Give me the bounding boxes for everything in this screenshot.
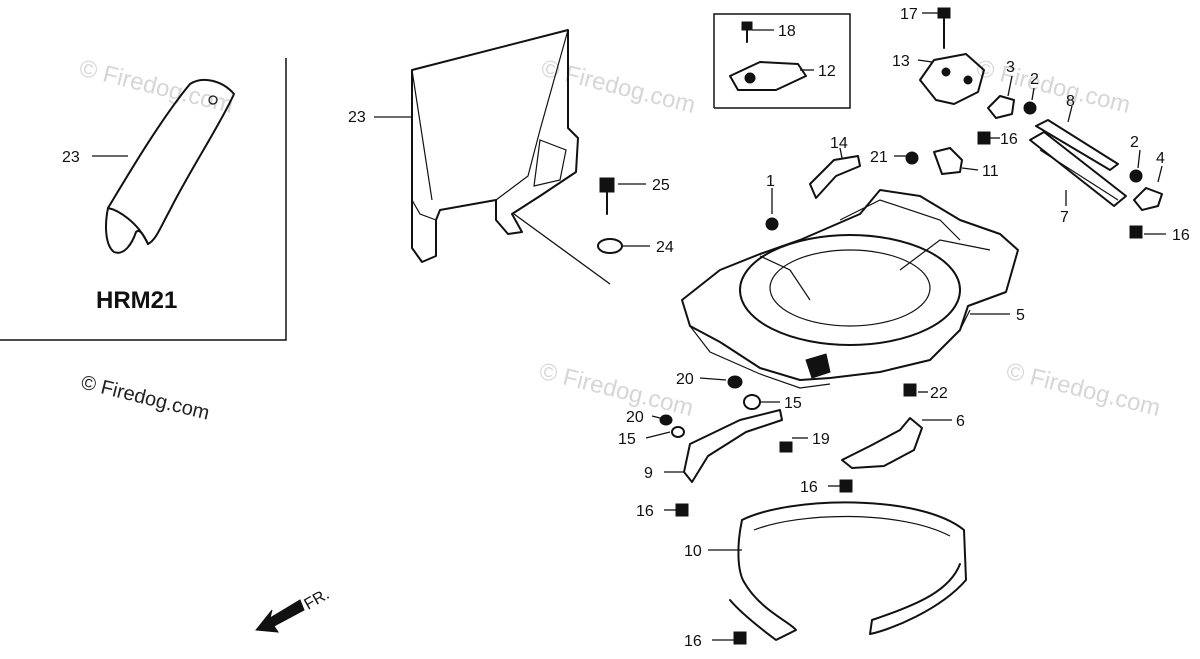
watermarks: © Firedog.com © Firedog.com © Firedog.co…: [77, 55, 1164, 422]
part-5-deck: 5: [681, 189, 1025, 389]
callout-18: 18: [778, 23, 796, 40]
watermark-5: © Firedog.com: [1004, 358, 1164, 422]
part-23-chute: 23: [348, 29, 611, 285]
front-direction-arrow: FR.: [255, 586, 333, 633]
hrm21-deflector-lip: [105, 207, 149, 254]
part-9-19: 20 15 9 19: [618, 409, 830, 483]
callout-12: 12: [818, 63, 836, 80]
callout-2a: 2: [1030, 71, 1039, 88]
callout-13: 13: [892, 53, 910, 70]
part-10-band: 10: [684, 501, 967, 641]
callout-23a: 23: [62, 149, 80, 166]
callout-17: 17: [900, 6, 918, 23]
callout-2b: 2: [1130, 134, 1139, 151]
callout-7: 7: [1060, 209, 1069, 226]
callout-15b: 15: [618, 431, 636, 448]
callout-5: 5: [1016, 307, 1025, 324]
callout-1: 1: [766, 173, 775, 190]
callout-19: 19: [812, 431, 830, 448]
inset-frame: [0, 58, 287, 341]
callout-9: 9: [644, 465, 653, 482]
callout-16e: 16: [684, 633, 702, 650]
callout-16c: 16: [800, 479, 818, 496]
callout-16b: 16: [1172, 227, 1190, 244]
part-6: 6: [841, 413, 965, 469]
part-13-17: 17 13: [892, 6, 985, 105]
hrm21-inset: 23 HRM21: [0, 58, 287, 341]
callout-16a: 16: [1000, 131, 1018, 148]
callout-22: 22: [930, 385, 948, 402]
callout-11: 11: [982, 163, 999, 180]
callout-14: 14: [830, 135, 848, 152]
watermark-3: © Firedog.com: [974, 55, 1134, 119]
callout-3: 3: [1006, 59, 1015, 76]
fr-label: FR.: [302, 586, 333, 614]
callout-21: 21: [870, 149, 888, 166]
watermark-1: © Firedog.com: [77, 55, 237, 119]
copyright-text: © Firedog.com: [79, 372, 212, 425]
callout-10: 10: [684, 543, 702, 560]
callout-24: 24: [656, 239, 674, 256]
part-1-11-14-21: 14 21 11 1: [765, 135, 999, 231]
callout-25: 25: [652, 177, 670, 194]
callout-16d: 16: [636, 503, 654, 520]
model-label: HRM21: [96, 287, 177, 314]
part-15-20-22: 20 15 22: [676, 371, 948, 412]
callout-15a: 15: [784, 395, 802, 412]
hrm21-hole: [208, 95, 218, 105]
part-16-fasteners: 16 16 16: [636, 479, 853, 650]
callout-6: 6: [956, 413, 965, 430]
callout-20a: 20: [676, 371, 694, 388]
callout-8: 8: [1066, 93, 1075, 110]
callout-4: 4: [1156, 150, 1165, 167]
part-2-3-8: 3 2 8 16: [977, 59, 1119, 171]
watermark-2: © Firedog.com: [539, 55, 699, 119]
part-12-18-box: 18 12: [713, 13, 851, 109]
callout-23b: 23: [348, 109, 366, 126]
part-24-25: 25 24: [597, 177, 674, 256]
arrow-icon: [255, 599, 305, 633]
watermark-4: © Firedog.com: [537, 358, 697, 422]
callout-20b: 20: [626, 409, 644, 426]
part-7-4: 7 2 4 16: [1029, 131, 1190, 244]
